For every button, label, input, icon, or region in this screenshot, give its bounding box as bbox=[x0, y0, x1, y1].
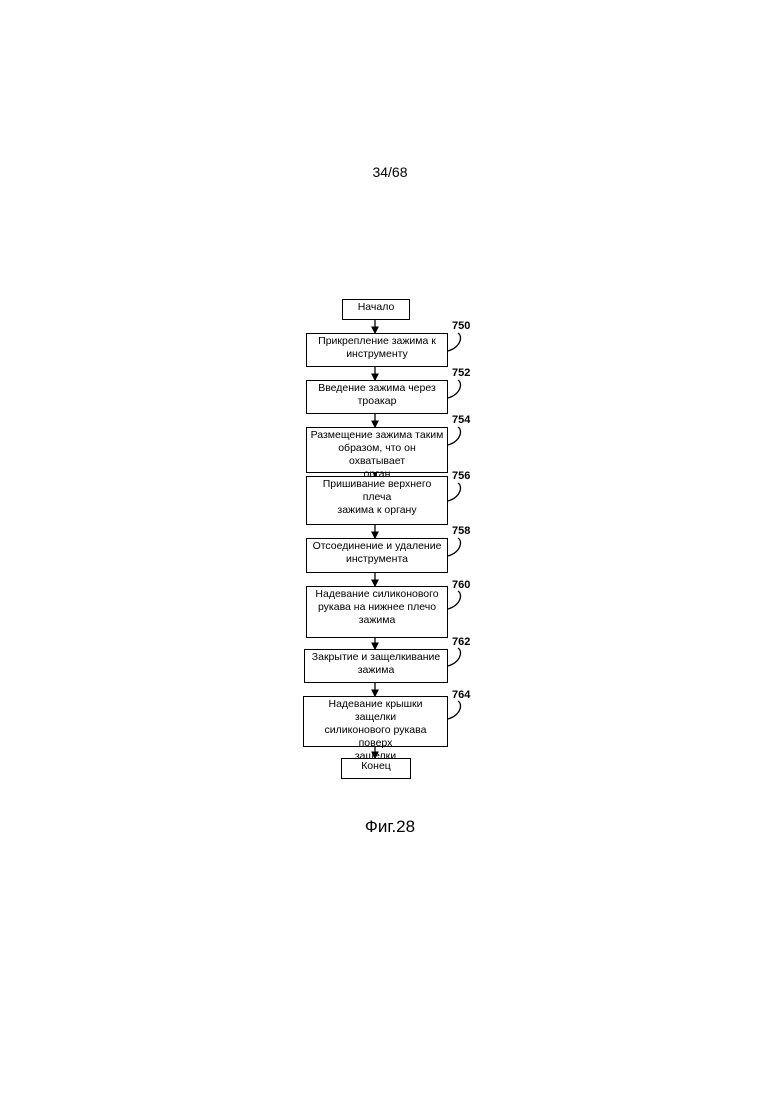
step-750-box: Прикрепление зажима к инструменту bbox=[306, 333, 448, 367]
start-node: Начало bbox=[342, 299, 410, 320]
end-node: Конец bbox=[341, 758, 411, 779]
step-752-box: Введение зажима через троакар bbox=[306, 380, 448, 414]
leader-758 bbox=[448, 538, 461, 556]
leader-760 bbox=[448, 591, 461, 609]
leader-762 bbox=[448, 648, 461, 666]
step-758-box: Отсоединение и удаление инструмента bbox=[306, 538, 448, 573]
step-756-ref: 756 bbox=[452, 470, 470, 482]
step-760-ref: 760 bbox=[452, 579, 470, 591]
leader-756 bbox=[448, 483, 461, 501]
leader-764 bbox=[448, 701, 461, 719]
leader-752 bbox=[448, 380, 461, 398]
step-752-ref: 752 bbox=[452, 367, 470, 379]
step-758-ref: 758 bbox=[452, 525, 470, 537]
step-750-ref: 750 bbox=[452, 320, 470, 332]
step-762-box: Закрытие и защелкивание зажима bbox=[304, 649, 448, 683]
figure-caption: Фиг.28 bbox=[0, 817, 780, 837]
step-756-box: Пришивание верхнего плеча зажима к орган… bbox=[306, 476, 448, 525]
leader-754 bbox=[448, 427, 461, 445]
step-764-box: Надевание крышки защелки силиконового ру… bbox=[303, 696, 448, 747]
leader-750 bbox=[448, 333, 461, 351]
step-760-box: Надевание силиконового рукава на нижнее … bbox=[306, 586, 448, 638]
step-762-ref: 762 bbox=[452, 636, 470, 648]
step-764-ref: 764 bbox=[452, 689, 470, 701]
step-754-ref: 754 bbox=[452, 414, 470, 426]
step-754-box: Размещение зажима таким образом, что он … bbox=[306, 427, 448, 473]
